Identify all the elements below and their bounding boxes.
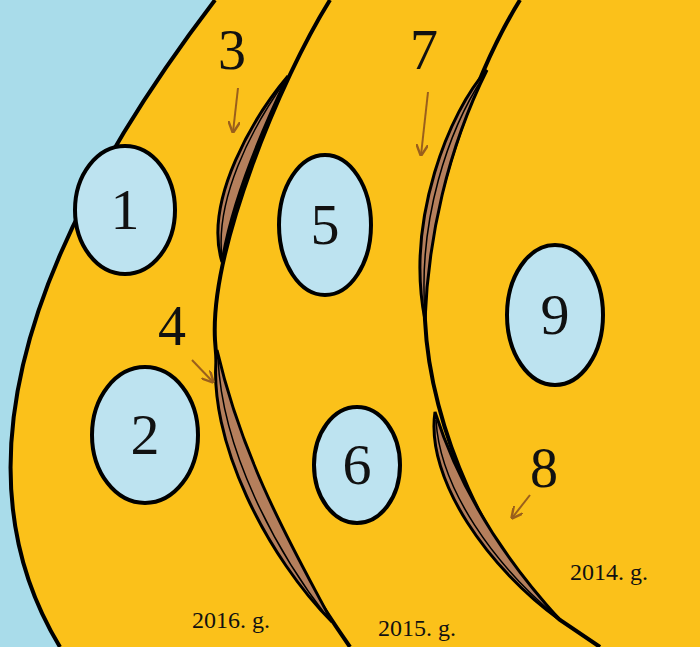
pore-ellipse: 2 [90, 365, 200, 505]
callout-arrow [233, 88, 238, 132]
pore-ellipse: 1 [73, 144, 177, 276]
callout-number: 8 [530, 440, 558, 496]
callout-number: 3 [218, 22, 246, 78]
pore-ellipse: 5 [277, 153, 373, 297]
callout-number: 4 [158, 298, 186, 354]
pore-number: 2 [131, 406, 160, 464]
pore-number: 6 [343, 436, 372, 494]
callout-arrow [192, 360, 213, 382]
lens-striation [424, 76, 484, 314]
pore-number: 5 [311, 196, 340, 254]
callout-arrow [421, 92, 428, 155]
lens-striation [218, 358, 328, 618]
pore-ellipse: 6 [312, 405, 402, 525]
year-label: 2014. g. [570, 560, 648, 584]
pore-number: 1 [111, 181, 140, 239]
ring-boundary [215, 0, 350, 647]
latewood-lens [216, 350, 332, 622]
callout-arrow [512, 495, 530, 518]
callout-number: 7 [410, 22, 438, 78]
ring-boundary [11, 0, 215, 647]
lens-striation [221, 80, 286, 258]
latewood-lens [420, 70, 487, 320]
year-label: 2016. g. [192, 608, 270, 632]
pore-number: 9 [541, 286, 570, 344]
latewood-lens [434, 412, 560, 620]
pore-ellipse: 9 [505, 243, 605, 387]
year-label: 2015. g. [378, 616, 456, 640]
outer-ground [0, 0, 215, 647]
